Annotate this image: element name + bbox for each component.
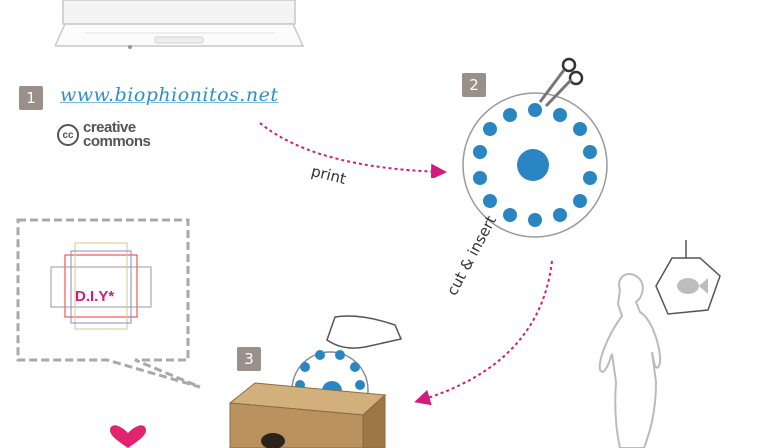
cc-text-line1: creative	[83, 119, 136, 136]
step-1-badge: 1	[19, 86, 43, 110]
child-figure-icon	[598, 272, 662, 448]
step-3-badge: 3	[237, 347, 261, 371]
cc-text: creative commons	[83, 119, 151, 150]
laptop-icon	[55, 0, 305, 49]
print-arrow	[259, 122, 447, 178]
step-2-badge: 2	[462, 73, 486, 97]
printed-disc	[462, 92, 608, 238]
scissors-icon	[538, 57, 584, 108]
heart-icon	[110, 425, 146, 448]
cc-text-line2: commons	[83, 133, 151, 150]
fish-mobile-icon	[655, 240, 721, 315]
diy-speech-bubble	[16, 218, 201, 389]
cardboard-box-with-disc	[228, 315, 403, 448]
cut-insert-arrow	[414, 260, 553, 405]
website-link[interactable]: www.biophionitos.net	[60, 84, 279, 106]
cc-icon: cc	[57, 124, 79, 146]
diy-label: D.I.Y*	[75, 288, 115, 305]
creative-commons-logo: cc creative commons	[57, 119, 151, 150]
